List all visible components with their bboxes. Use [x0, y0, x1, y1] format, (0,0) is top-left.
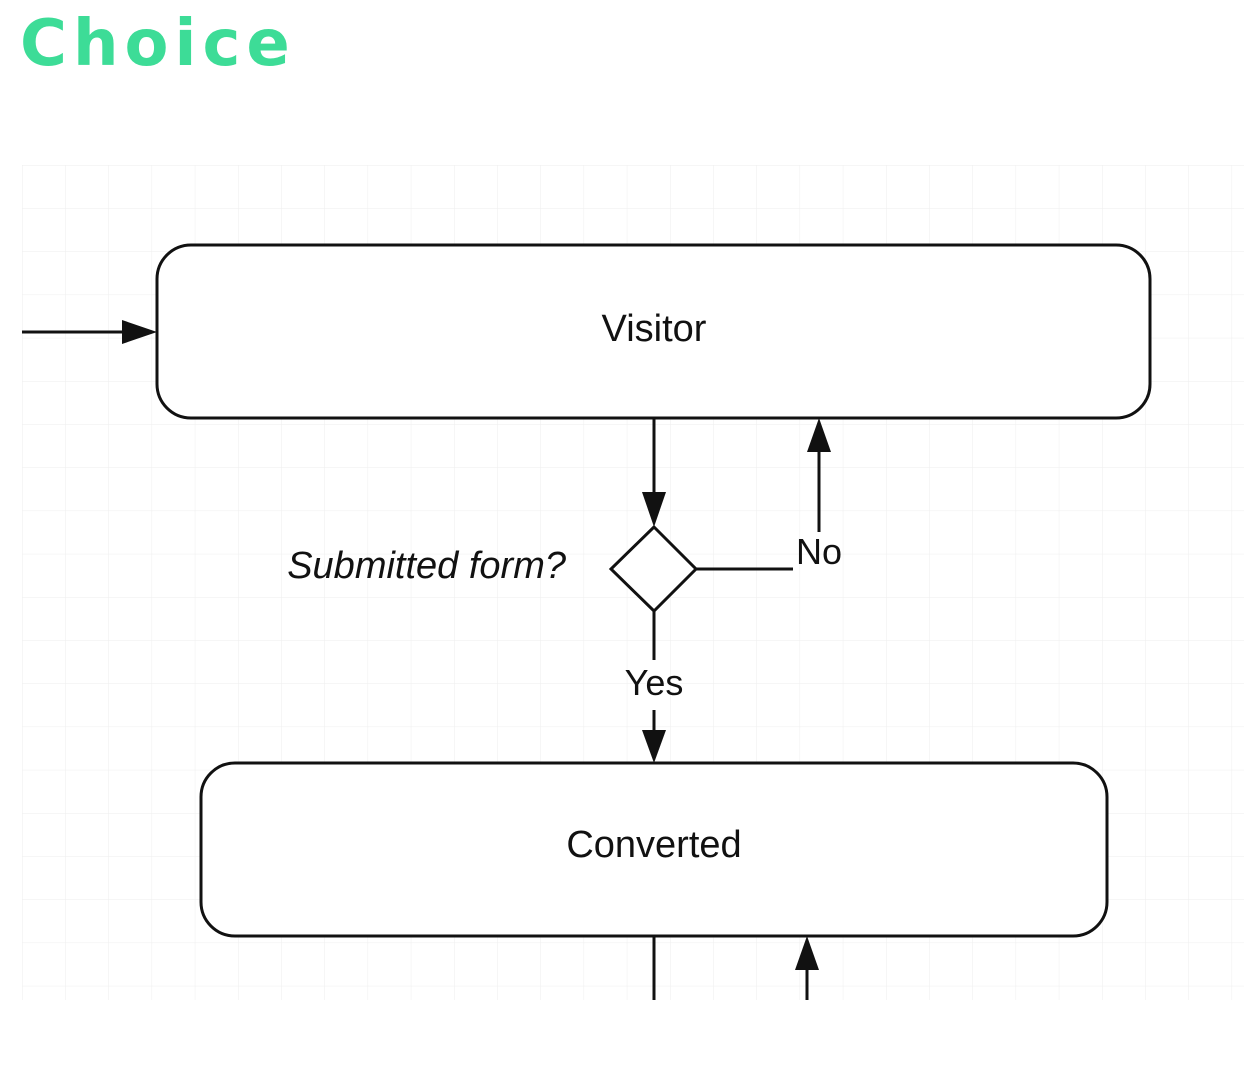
converted-node[interactable]: Converted [199, 761, 1109, 938]
entry-arrow [22, 320, 157, 344]
visitor-label: Visitor [602, 308, 707, 350]
edge-no-label: No [796, 531, 842, 572]
edge-yes-label: Yes [625, 662, 684, 703]
decision-label: Submitted form? [287, 545, 567, 587]
edge-visitor-to-decision [642, 418, 666, 527]
page-title: Choice [20, 7, 296, 81]
converted-label: Converted [566, 824, 741, 866]
edge-yes [642, 611, 666, 763]
visitor-node[interactable]: Visitor [155, 243, 1152, 420]
edge-no [696, 418, 831, 571]
converted-incoming-edge [795, 936, 819, 1000]
